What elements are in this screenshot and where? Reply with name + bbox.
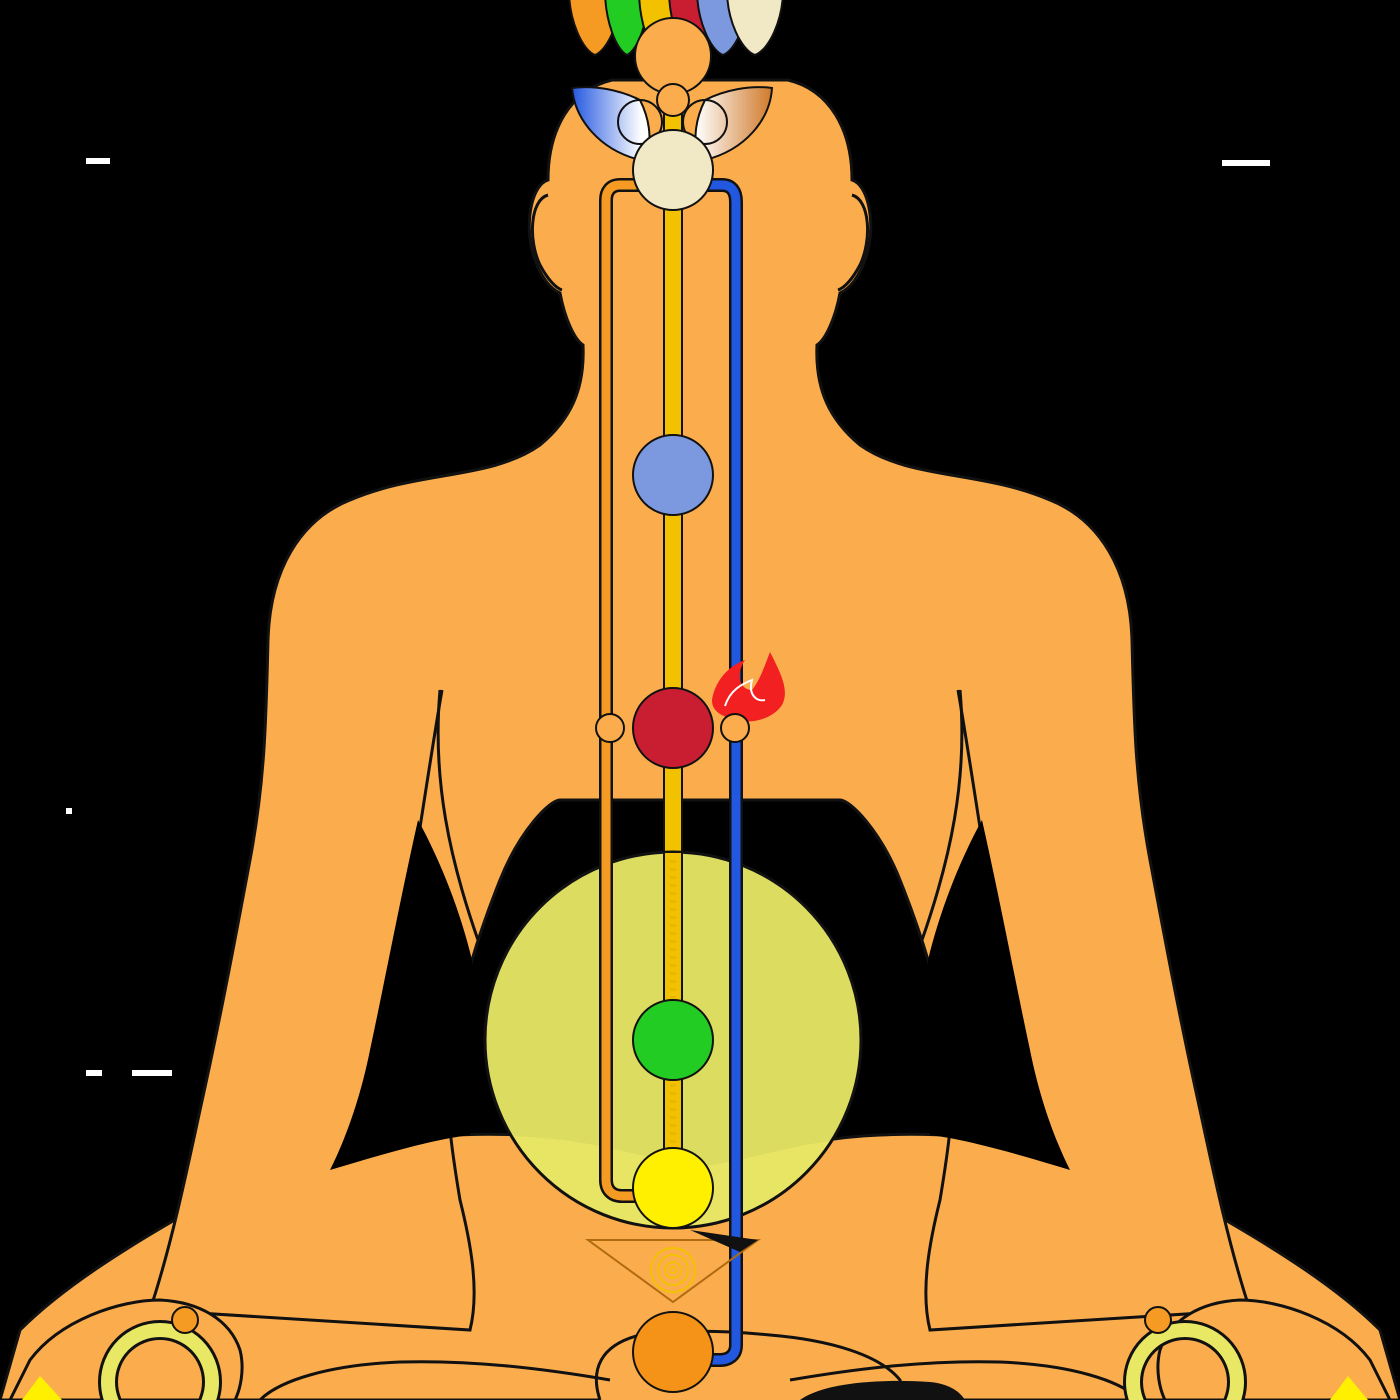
shin-right <box>789 1360 1142 1400</box>
sacral-chakra-icon <box>632 1147 714 1229</box>
right-arm-gap <box>926 820 1070 1170</box>
right-mudra-ring-fill <box>1126 1323 1244 1400</box>
left-ear <box>530 193 563 292</box>
right-corner-accent <box>1330 1376 1368 1400</box>
left-torso-outline <box>436 689 480 941</box>
throat-chakra-icon <box>632 434 714 516</box>
kundalini-spiral-icon <box>650 1247 696 1293</box>
crown-neck-node <box>656 83 690 117</box>
right-finger-node <box>1144 1306 1172 1334</box>
third-eye-left-loop <box>617 99 663 145</box>
left-foot-black <box>800 1380 965 1400</box>
right-torso-outline <box>920 689 964 941</box>
background-specks <box>66 158 1270 1076</box>
pingala-heart-node <box>720 713 750 743</box>
pingala-channel-fill <box>705 180 741 1365</box>
ida-heart-node <box>595 713 625 743</box>
left-corner-accent <box>22 1376 62 1400</box>
third-eye-right-loop <box>682 99 728 145</box>
root-chakra-icon <box>632 1311 714 1393</box>
ida-over-aura-fill <box>601 860 645 1201</box>
left-mudra-ring-fill <box>101 1323 219 1400</box>
right-ear <box>837 193 870 292</box>
crown-petal <box>726 0 784 57</box>
third-eye-chakra-icon <box>632 129 714 211</box>
flame-icon <box>712 652 785 722</box>
crown-chakra-icon <box>634 17 712 95</box>
left-finger-node <box>171 1306 199 1334</box>
solar-plexus-chakra-icon <box>632 999 714 1081</box>
heart-chakra-icon <box>632 687 714 769</box>
shin-left <box>258 1360 611 1400</box>
chakra-layer <box>617 17 728 1393</box>
kanda-triangle <box>584 1239 762 1304</box>
kanda-triangle-shadow <box>690 1230 758 1252</box>
flame-inner <box>724 678 766 707</box>
left-arm-gap <box>330 820 474 1170</box>
right-hand <box>1156 1298 1392 1400</box>
